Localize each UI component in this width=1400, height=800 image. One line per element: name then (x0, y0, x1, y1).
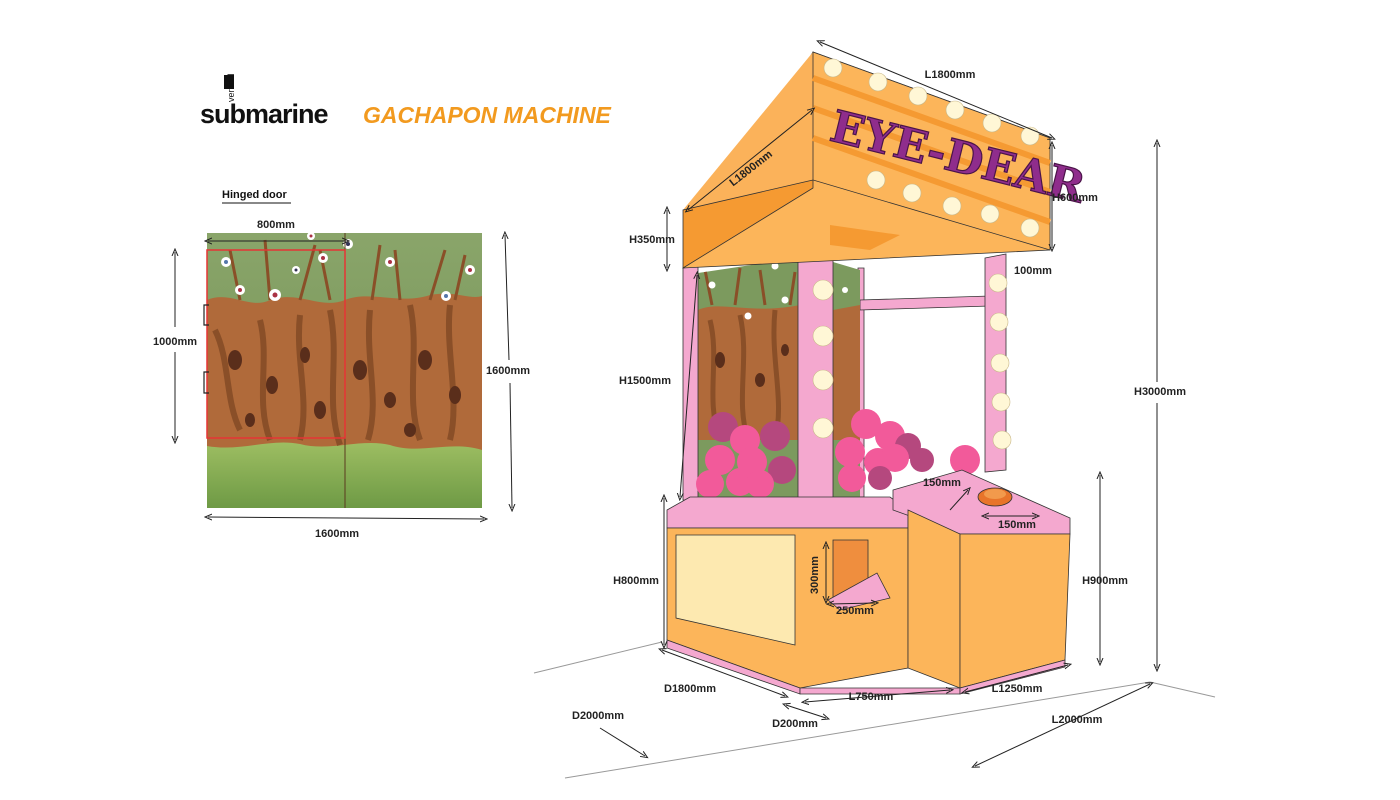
dim-base-depth: D1800mm (664, 683, 716, 695)
page-title: GACHAPON MACHINE (363, 102, 612, 128)
base-ledge (666, 496, 909, 529)
dim-chute-width: 250mm (836, 605, 874, 617)
logo-small-text: vertical (226, 73, 236, 102)
dim-base-height: H800mm (613, 575, 659, 587)
machine-dimensions: L1800mm L1800mm H600mm H350mm 100mm H150… (572, 42, 1186, 766)
dim-button-width: 150mm (998, 519, 1036, 531)
dim-footprint-length: L2000mm (1052, 714, 1103, 726)
dim-glass-height: H1500mm (619, 375, 671, 387)
dim-door-width: 800mm (257, 219, 295, 231)
dim-roof-height: H350mm (629, 234, 675, 246)
dim-roof-length: L1800mm (925, 69, 976, 81)
hinge-top (203, 304, 209, 326)
dim-console-length: L750mm (849, 691, 894, 703)
logo-wordmark: submarine (200, 99, 329, 129)
logo-mark (224, 75, 234, 89)
dim-console-side: L1250mm (992, 683, 1043, 695)
dim-panel-height: 1600mm (486, 365, 530, 377)
brand-logo: vertical submarine (200, 73, 330, 129)
capsule-balls (696, 409, 980, 498)
hinged-door-label: Hinged door (222, 189, 287, 201)
dim-chute-height: 300mm (809, 556, 821, 594)
dim-button-depth: 150mm (923, 477, 961, 489)
base-front-panel (675, 534, 796, 646)
gachapon-machine: EYE-DEAR (533, 51, 1216, 779)
glass-artwork-right (833, 262, 860, 497)
dim-plinth-depth: D200mm (772, 718, 818, 730)
door-artwork (207, 233, 482, 508)
dim-total-height: H3000mm (1134, 386, 1186, 398)
hinge-bottom (203, 371, 209, 394)
hinged-door-outline (206, 249, 346, 439)
dim-footprint-depth: D2000mm (572, 710, 624, 722)
dim-post-width: 100mm (1014, 265, 1052, 277)
dim-panel-width: 1600mm (315, 528, 359, 540)
dim-console-height: H900mm (1082, 575, 1128, 587)
dim-door-height: 1000mm (153, 336, 197, 348)
dim-sign-height: H600mm (1052, 192, 1098, 204)
